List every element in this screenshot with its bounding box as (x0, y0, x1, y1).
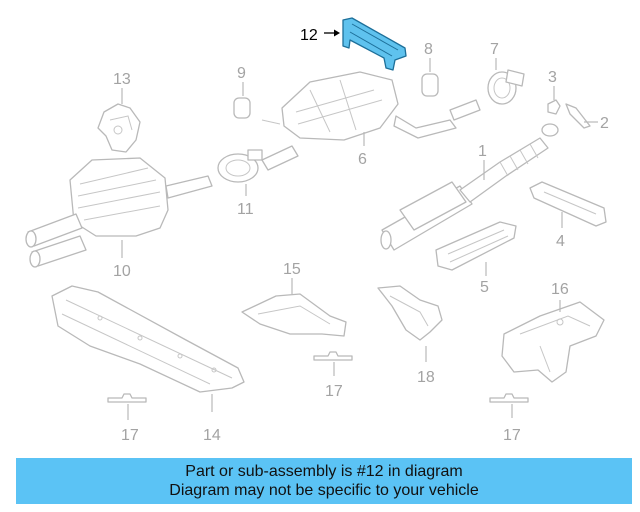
part-4-heat-shield[interactable] (529, 181, 607, 227)
info-banner: Part or sub-assembly is #12 in diagram D… (16, 458, 632, 504)
banner-line-1: Part or sub-assembly is #12 in diagram (185, 463, 463, 480)
callout-2[interactable]: 2 (600, 115, 609, 132)
part-15-heat-shield[interactable] (241, 293, 347, 337)
part-11-clamp[interactable] (217, 149, 263, 183)
callout-17-center[interactable]: 17 (325, 383, 343, 400)
part-17-retainer-right[interactable] (489, 393, 529, 403)
callout-8[interactable]: 8 (424, 41, 433, 58)
callout-15[interactable]: 15 (283, 261, 301, 278)
callout-13[interactable]: 13 (113, 71, 131, 88)
parts-diagram: 12 13 10 9 11 6 (25, 17, 609, 444)
callout-6[interactable]: 6 (358, 151, 367, 168)
callout-1[interactable]: 1 (478, 143, 487, 160)
part-1-front-pipe[interactable] (380, 123, 559, 251)
part-2-gasket[interactable] (565, 103, 591, 129)
part-10-rear-muffler[interactable] (25, 157, 213, 268)
part-16-bracket-assembly[interactable] (501, 301, 605, 383)
part-6-center-muffler[interactable] (261, 71, 481, 171)
part-17-retainer-left[interactable] (107, 393, 147, 403)
part-8-insulator[interactable] (421, 73, 439, 97)
callout-11[interactable]: 11 (237, 201, 254, 218)
callout-12-arrowhead (334, 29, 340, 37)
callout-14[interactable]: 14 (203, 427, 221, 444)
part-18-heat-shield[interactable] (377, 285, 443, 341)
callout-7[interactable]: 7 (490, 41, 499, 58)
callout-9[interactable]: 9 (237, 65, 246, 82)
part-9-rubber-hanger[interactable] (233, 97, 251, 119)
part-17-retainer-center[interactable] (313, 351, 353, 361)
callout-5[interactable]: 5 (480, 279, 489, 296)
callout-12[interactable]: 12 (300, 27, 318, 44)
callout-18[interactable]: 18 (417, 369, 435, 386)
banner-line-2: Diagram may not be specific to your vehi… (169, 482, 479, 499)
callout-16[interactable]: 16 (551, 281, 569, 298)
part-3-nut[interactable] (547, 99, 561, 115)
part-5-heat-shield[interactable] (435, 221, 517, 271)
callout-10[interactable]: 10 (113, 263, 131, 280)
callout-17-right[interactable]: 17 (503, 427, 521, 444)
part-13-hanger[interactable] (97, 103, 141, 153)
callout-4[interactable]: 4 (556, 233, 565, 250)
part-12-bracket[interactable] (342, 17, 407, 71)
part-14-underbody-panel[interactable] (51, 285, 245, 393)
callout-3[interactable]: 3 (548, 69, 557, 86)
callout-17-left[interactable]: 17 (121, 427, 139, 444)
part-7-clamp[interactable] (487, 69, 525, 105)
